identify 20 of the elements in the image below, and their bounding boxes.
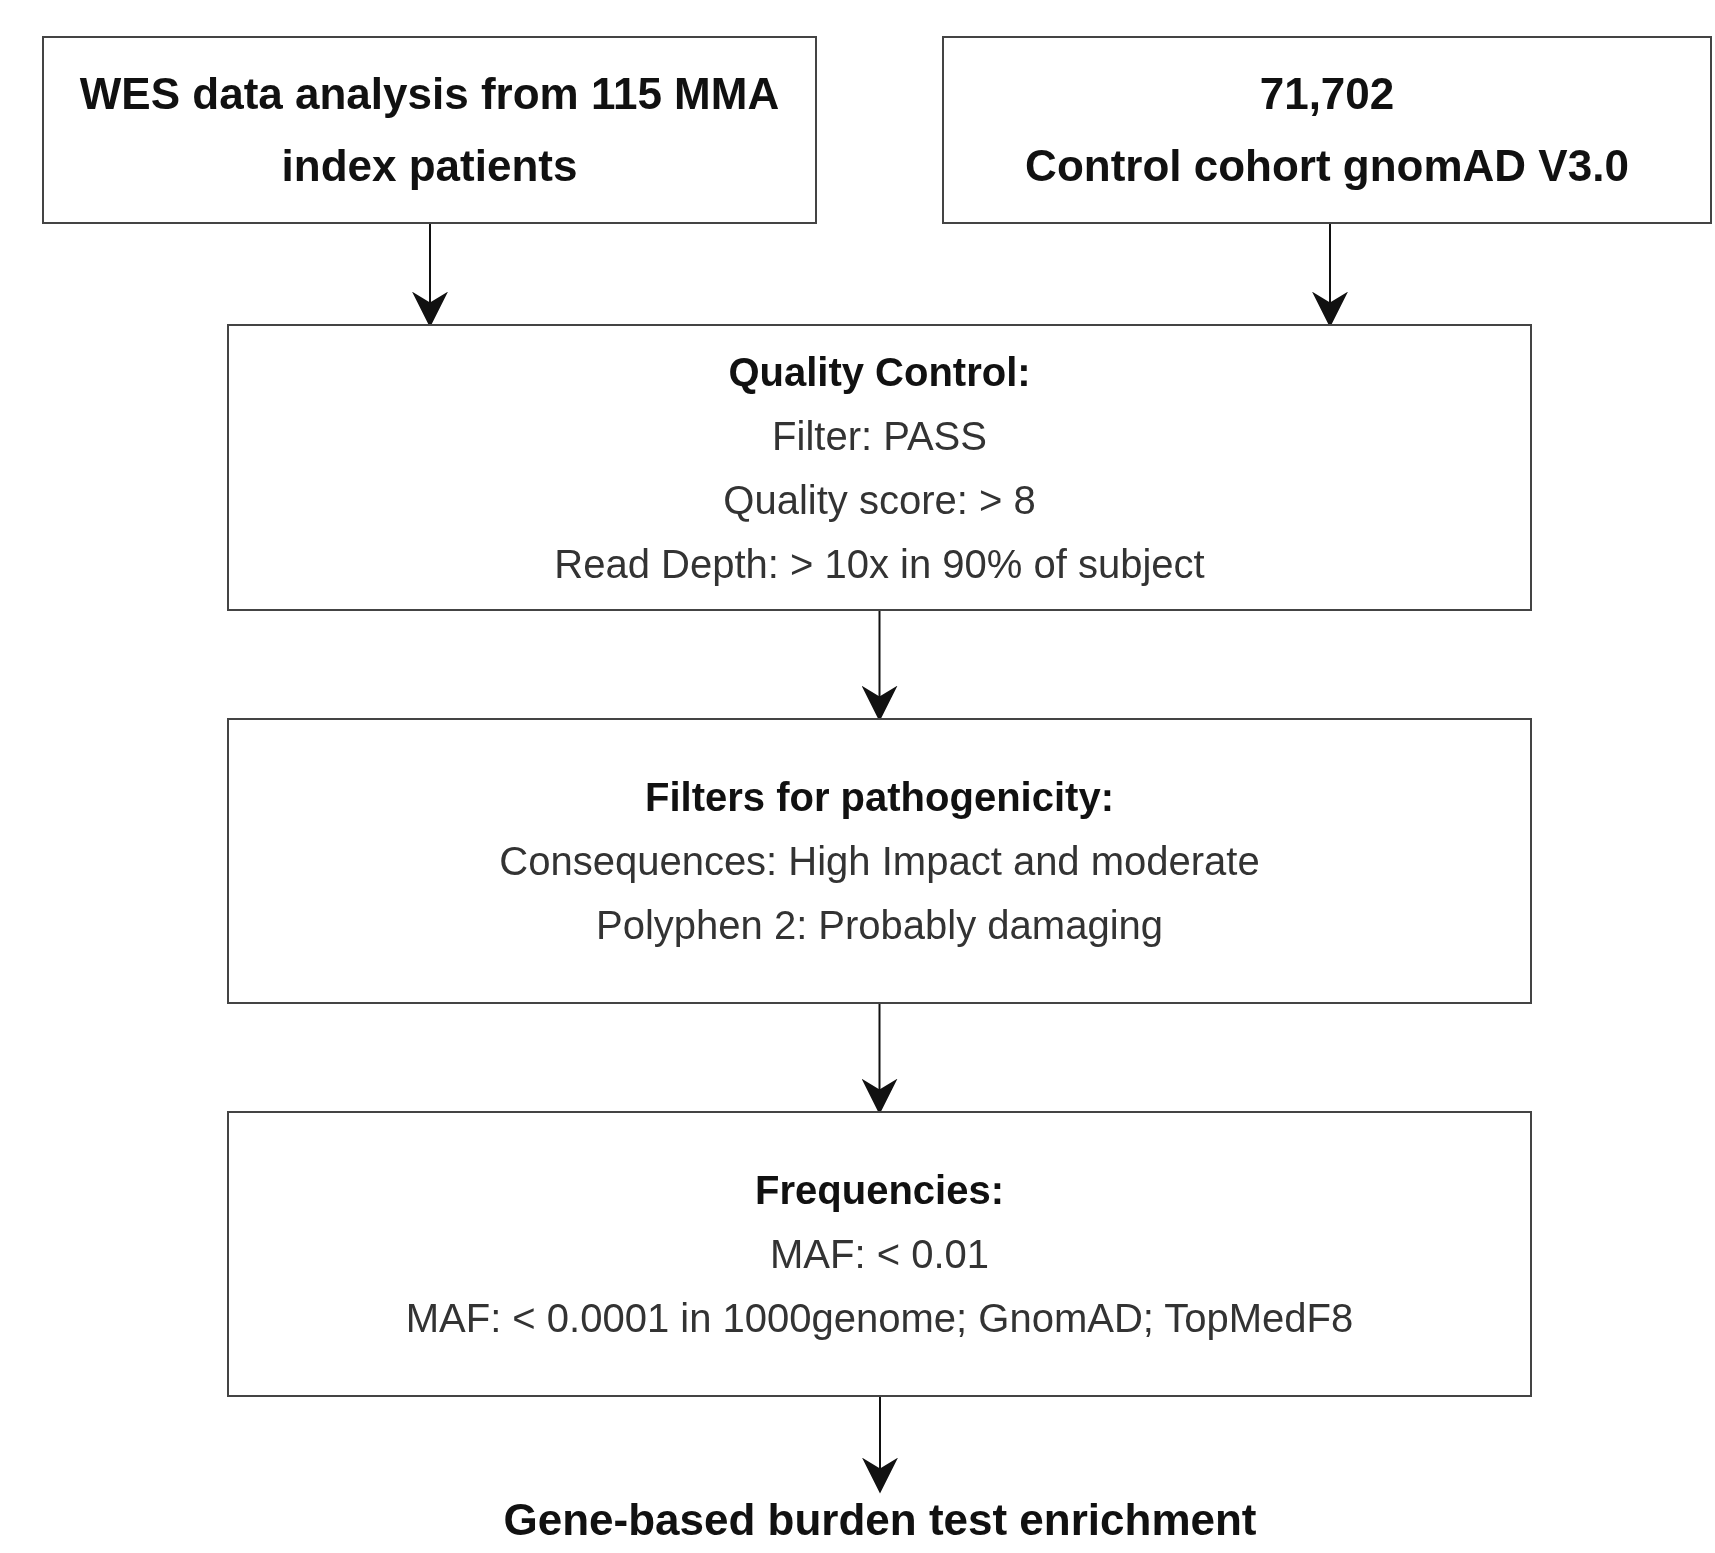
process-box — [42, 36, 817, 224]
criterion-text: Quality score: > 8 — [723, 476, 1036, 524]
heading-text: Control cohort gnomAD V3.0 — [1024, 140, 1630, 192]
process-box — [227, 324, 1532, 611]
process-box — [227, 1111, 1532, 1397]
criterion-text: Polyphen 2: Probably damaging — [595, 902, 1164, 949]
criterion-text: Consequences: High Impact and moderate — [499, 838, 1260, 885]
process-box — [227, 718, 1532, 1004]
heading-text: Filters for pathogenicity: — [645, 774, 1114, 821]
heading-text: 71,702 — [1258, 68, 1396, 120]
process-box — [942, 36, 1712, 224]
heading-text: Quality Control: — [728, 348, 1031, 396]
heading-text: Frequencies: — [755, 1167, 1004, 1214]
arrow — [862, 1396, 898, 1494]
heading-text: Gene-based burden test enrichment — [503, 1494, 1257, 1546]
criterion-text: Filter: PASS — [772, 412, 987, 460]
criterion-text: MAF: < 0.0001 in 1000genome; GnomAD; TopMedF8 — [405, 1295, 1354, 1342]
criterion-text: Read Depth: > 10x in 90% of subject — [554, 540, 1205, 588]
criterion-text: MAF: < 0.01 — [770, 1231, 989, 1278]
heading-text: WES data analysis from 115 MMA index patients — [78, 68, 781, 192]
